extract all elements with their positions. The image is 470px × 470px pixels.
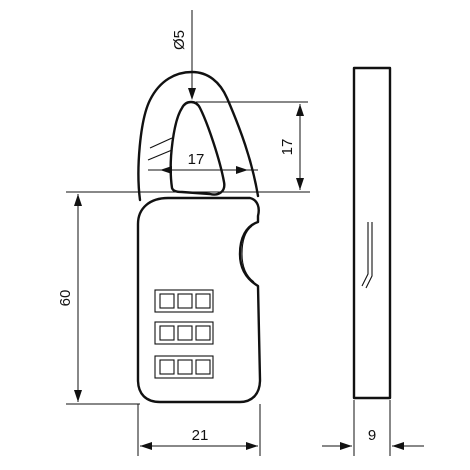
dim-thickness: 9	[322, 400, 424, 456]
dim-pin-diameter: Ø5	[171, 10, 196, 100]
dial-2-1	[159, 325, 175, 341]
dim-inner-width-label: 17	[188, 151, 205, 168]
dim-body-height-label: 60	[57, 290, 74, 307]
dial-row-1	[154, 289, 214, 313]
combination-dials	[154, 289, 214, 379]
dial-row-2	[154, 321, 214, 345]
dial-1-1	[159, 293, 175, 309]
dial-row-3	[154, 355, 214, 379]
dial-2-2	[177, 325, 193, 341]
lock-body	[136, 196, 262, 404]
dial-3-1	[159, 359, 175, 375]
shackle-hatch-1	[149, 137, 173, 149]
dim-body-height: 60	[57, 191, 310, 405]
dim-pin-diameter-label: Ø5	[171, 30, 188, 50]
side-clip	[361, 222, 373, 289]
dim-inner-width: 17	[148, 151, 258, 174]
dial-1-2	[177, 293, 193, 309]
side-body	[352, 66, 392, 400]
dim-thickness-label: 9	[368, 427, 376, 444]
dial-2-3	[195, 325, 211, 341]
shackle-hatch-2	[147, 149, 173, 161]
dim-body-width: 21	[137, 404, 261, 456]
shackle-outer	[137, 70, 260, 202]
side-view	[352, 66, 392, 400]
dim-inner-height-label: 17	[279, 139, 296, 156]
shackle-inner-opening	[169, 100, 226, 196]
front-view	[136, 70, 262, 404]
dial-3-3	[195, 359, 211, 375]
body-notch	[241, 225, 255, 283]
dial-1-3	[195, 293, 211, 309]
dim-body-width-label: 21	[192, 427, 209, 444]
dial-3-2	[177, 359, 193, 375]
dim-inner-height: 17	[196, 101, 308, 193]
